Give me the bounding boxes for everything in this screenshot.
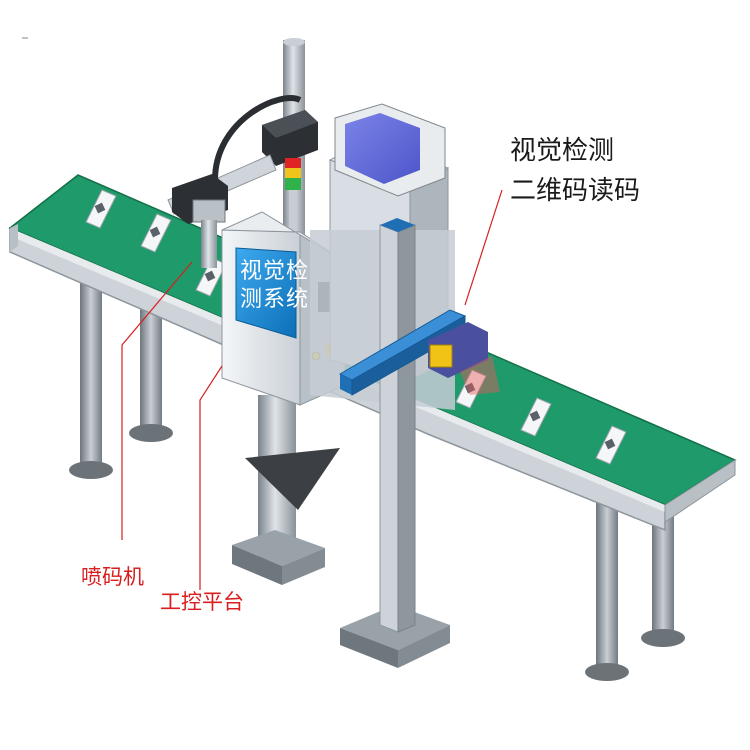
stack-light-icon [285, 158, 301, 230]
monitor-screen [345, 113, 420, 184]
gantry-base-left [340, 628, 398, 668]
printer-column-cap [283, 38, 305, 46]
product-label [455, 369, 487, 409]
product-label [140, 213, 172, 253]
label-control-platform: 工控平台 [160, 590, 244, 614]
label-qr-reading: 二维码读码 [510, 176, 641, 206]
callout-control [199, 365, 223, 590]
product-label [520, 397, 552, 437]
cabinet-base-plate [232, 530, 325, 566]
leg-front-right [596, 500, 618, 670]
print-nozzle [201, 220, 217, 268]
belt-start-roller [10, 224, 18, 252]
gantry-pillar-front [379, 224, 399, 633]
screen-text-line-2: 测系统 [240, 287, 310, 312]
print-head [192, 199, 226, 223]
product-label [85, 189, 117, 229]
conveyor-legs [69, 270, 685, 681]
gantry-base-right [398, 625, 450, 668]
belt-end-roller [664, 459, 736, 523]
gantry-pillar-side [397, 224, 416, 633]
gantry-pillar-top [380, 218, 415, 232]
vision-inspection-machine [310, 103, 455, 410]
column-clamp-face [262, 110, 318, 138]
leg-back-left [80, 270, 102, 465]
leg-foot [129, 424, 173, 442]
vision-system-screen-text: 视觉检 测系统 [240, 258, 309, 314]
callout-inkjet [121, 261, 193, 540]
barcode-scanner-icon [428, 322, 500, 395]
vision-system-screen [235, 247, 297, 339]
callout-lines [121, 189, 503, 590]
leg-foot [69, 461, 113, 479]
inkjet-printer-assembly [167, 38, 318, 268]
camera-gantry [338, 218, 500, 668]
callout-vision [464, 189, 503, 306]
product-label [595, 425, 627, 465]
cabinet-bracket [245, 448, 340, 510]
cabinet-base-side2 [282, 548, 325, 585]
printer-cable [212, 95, 302, 181]
leg-foot [585, 663, 629, 681]
label-inkjet-printer: 喷码机 [81, 565, 144, 589]
cabinet-base-side [232, 545, 282, 585]
leg-foot [641, 629, 685, 647]
label-vision-inspection: 视觉检测 [510, 136, 615, 166]
leg-front-left [140, 290, 162, 430]
screen-text-line-1: 视觉检 [240, 259, 310, 284]
blue-beam-front [340, 374, 352, 395]
